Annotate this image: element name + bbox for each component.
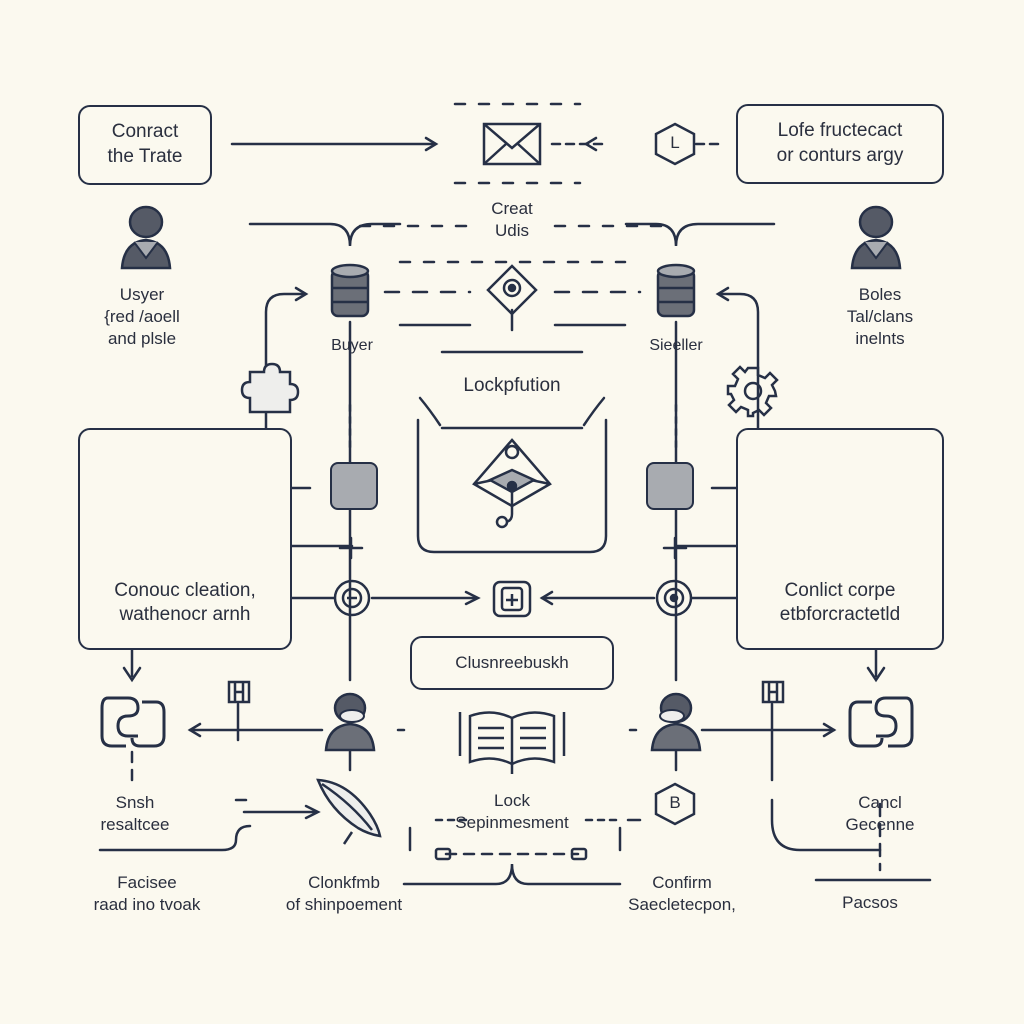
buyer-state-square (330, 462, 378, 510)
buyer-avatar-icon (324, 692, 376, 752)
seller-database-icon (656, 263, 696, 318)
center-container (416, 418, 608, 554)
lock-function-label: Lockpfution (463, 375, 561, 396)
seller-avatar-icon (650, 692, 702, 752)
right-user-icon (850, 205, 902, 270)
top-dashes (358, 102, 667, 264)
conflict-left-label: Conouc cleation, wathenocr arnh (114, 578, 256, 628)
hexagon-badge-top: L (654, 122, 696, 166)
center-pill-box: Clusnreebuskh (410, 636, 614, 690)
target-node-icon (486, 264, 538, 316)
create-label: Creat Udis (491, 199, 533, 241)
conflict-right-label: Conlict corpe etbforcractetld (779, 578, 901, 628)
right-result-label: Cancl Gecenne (845, 793, 915, 835)
left-user-icon (120, 205, 172, 270)
envelope-icon (482, 122, 542, 166)
right-axis-node-icon (655, 579, 693, 617)
lock-shipment-label: Lock Sepinmesment (455, 791, 569, 833)
hexagon-badge-letter: L (670, 133, 680, 152)
left-bracket (248, 222, 402, 247)
contract-trade-box: Conract the Trate (78, 105, 212, 185)
far-right-label: Pacsos (842, 893, 898, 912)
left-result-label: Snsh resaltcee (100, 793, 170, 835)
seller-state-square (646, 462, 694, 510)
open-book-icon (458, 711, 566, 774)
center-right-label: Confirm Saecletecpon, (628, 873, 736, 915)
seller-label: Sieeller (649, 337, 703, 354)
plus-marks (338, 536, 688, 560)
conflict-right-box: Conlict corpe etbforcractetld (736, 428, 944, 650)
left-gate-icon (227, 680, 251, 704)
conflict-left-box: Conouc cleation, wathenocr arnh (78, 428, 292, 650)
center-pill-label: Clusnreebuskh (455, 652, 569, 672)
contract-trade-label: Conract the Trate (107, 121, 183, 167)
hexagon-badge-bottom-letter: B (669, 793, 681, 812)
right-gate-icon (761, 680, 785, 704)
buyer-database-icon (330, 263, 370, 318)
center-left-label: Clonkfmb of shinpoement (285, 873, 403, 915)
crypto-diamond-icon (472, 438, 552, 529)
far-left-label: Facisee raad ino tvoak (93, 873, 201, 915)
left-knot-icon (100, 696, 166, 748)
right-gear-icon (726, 365, 779, 418)
lock-contract-icon (492, 580, 532, 618)
pen-nib-icon (316, 778, 382, 845)
bottom-bracket (402, 863, 622, 886)
contract-argy-box: Lofe fructecact or conturs argy (736, 104, 944, 184)
buyer-label: Buyer (331, 337, 373, 354)
right-bracket (624, 222, 776, 247)
left-axis-node-icon (333, 579, 371, 617)
contract-argy-label: Lofe fructecact or conturs argy (776, 120, 904, 166)
right-user-label: Boles Tal/clans inelnts (846, 285, 914, 349)
right-knot-icon (848, 696, 914, 748)
left-puzzle-icon (240, 362, 300, 414)
hexagon-badge-bottom: B (654, 782, 696, 826)
left-user-label: Usyer {red /aoell and plsle (104, 285, 180, 349)
top-arrows (230, 136, 722, 152)
